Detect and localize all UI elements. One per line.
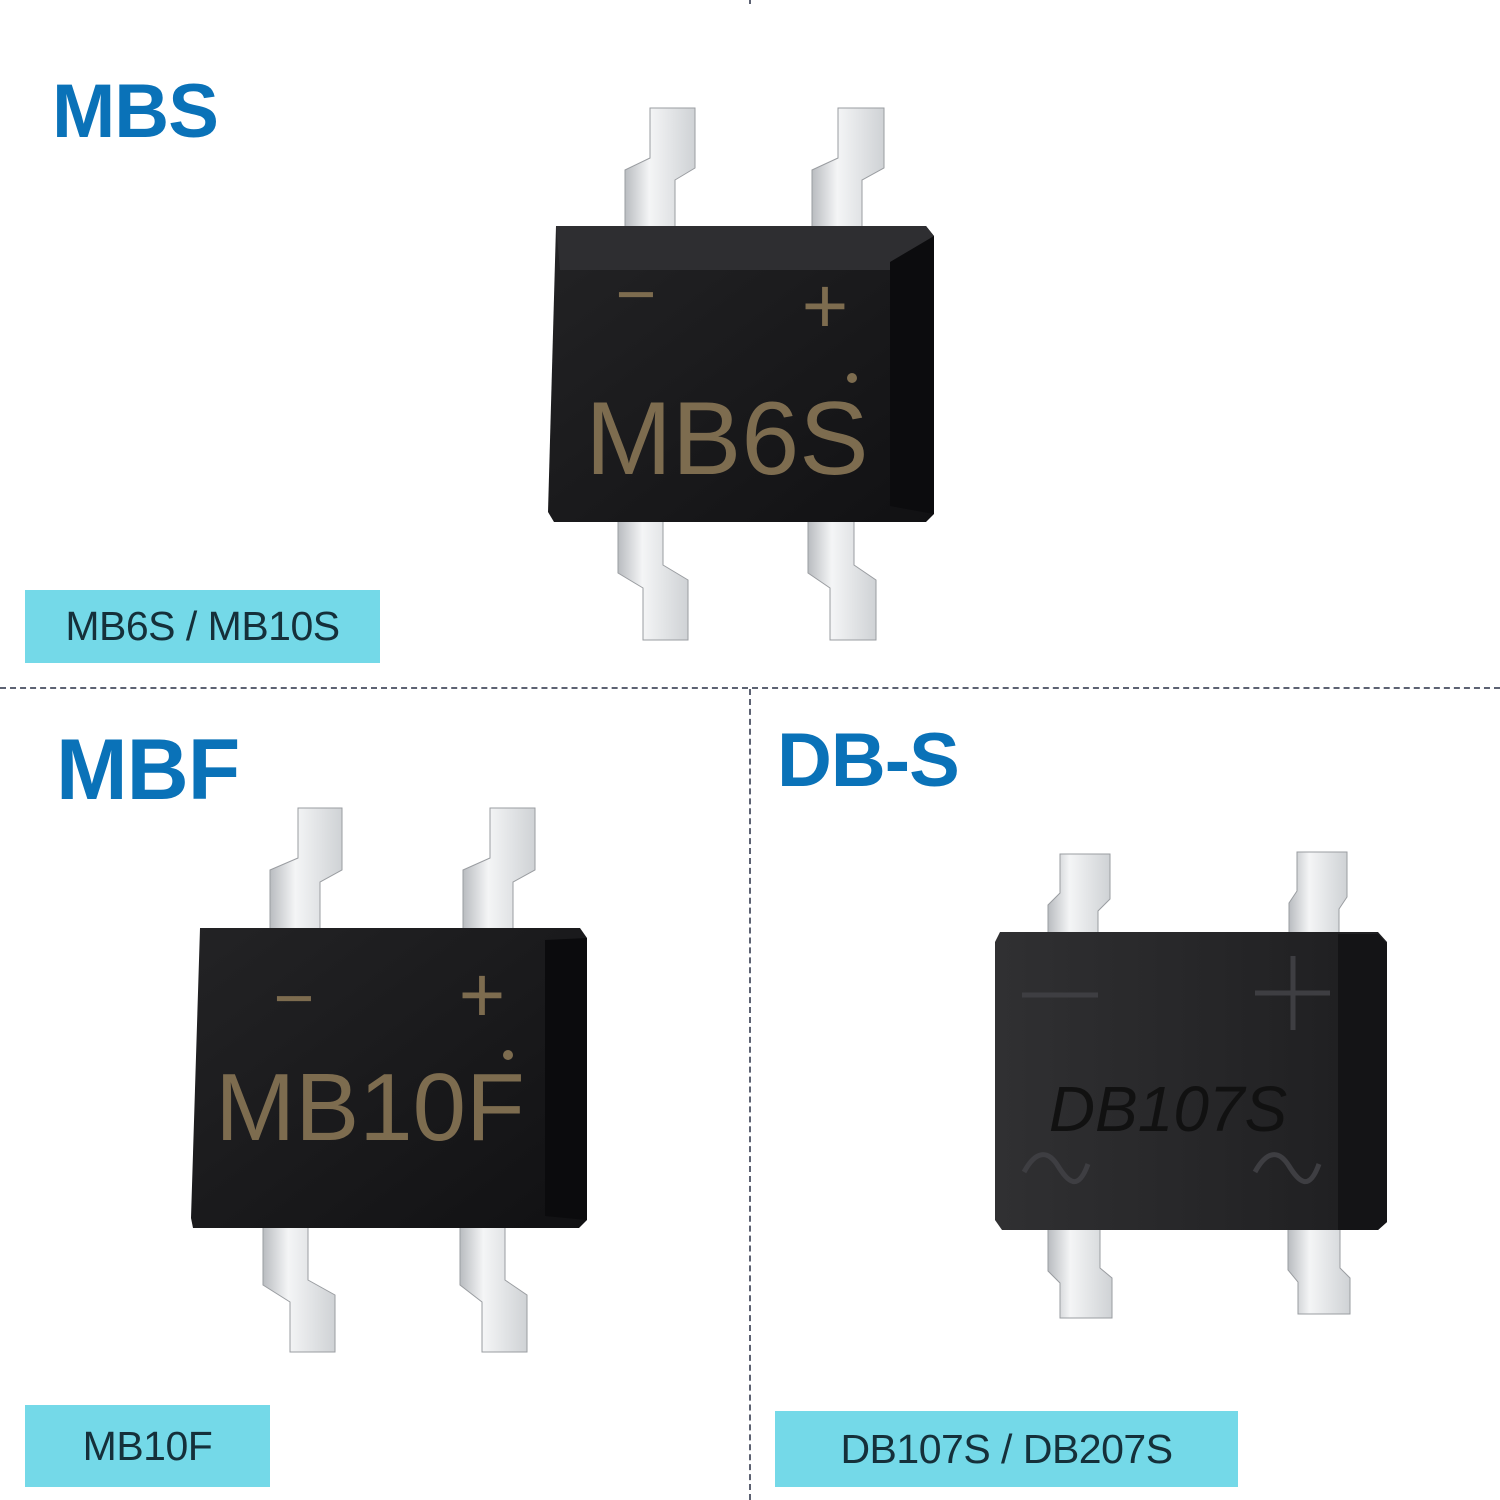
pin1-dot <box>503 1050 513 1060</box>
plus-marking: + <box>802 261 849 350</box>
lead <box>1047 1227 1113 1319</box>
minus-marking: − <box>616 255 657 333</box>
lead <box>811 107 885 231</box>
chip-marking: DB107S <box>1049 1073 1287 1145</box>
lead <box>617 514 689 641</box>
chip-marking: MB6S <box>585 381 868 497</box>
part-number-label-mbf: MB10F <box>25 1405 270 1487</box>
lead <box>459 1224 528 1353</box>
divider-vertical <box>749 689 751 1500</box>
label-text: DB107S / DB207S <box>840 1425 1173 1472</box>
lead <box>1047 853 1111 936</box>
minus-marking: − <box>274 959 315 1037</box>
lead <box>807 514 877 641</box>
lead <box>1288 851 1348 934</box>
ac-tilde-marking <box>1021 1152 1091 1184</box>
divider-horizontal <box>0 687 1500 689</box>
plus-marking <box>1255 956 1330 1030</box>
section-title-mbs: MBS <box>52 69 219 154</box>
plus-marking: + <box>459 950 506 1039</box>
lead <box>624 107 696 231</box>
chip-db107s: DB107S <box>995 851 1387 1319</box>
part-number-label-db-s: DB107S / DB207S <box>775 1411 1238 1487</box>
chip-marking: MB10F <box>215 1054 524 1161</box>
section-title-db-s: DB-S <box>777 718 960 803</box>
lead <box>1287 1227 1351 1315</box>
ac-tilde-marking <box>1252 1152 1322 1184</box>
label-text: MB6S / MB10S <box>65 603 340 649</box>
label-text: MB10F <box>82 1422 213 1469</box>
divider-vertical-top <box>749 0 751 4</box>
lead <box>269 807 343 933</box>
pin1-dot <box>847 373 857 383</box>
chip-mb6s: − + MB6S <box>548 107 934 641</box>
part-number-label-mbs: MB6S / MB10S <box>25 590 380 663</box>
lead <box>462 807 536 933</box>
lead <box>262 1224 336 1353</box>
section-title-mbf: MBF <box>56 722 240 818</box>
chip-mb10f: − + MB10F <box>191 807 587 1353</box>
